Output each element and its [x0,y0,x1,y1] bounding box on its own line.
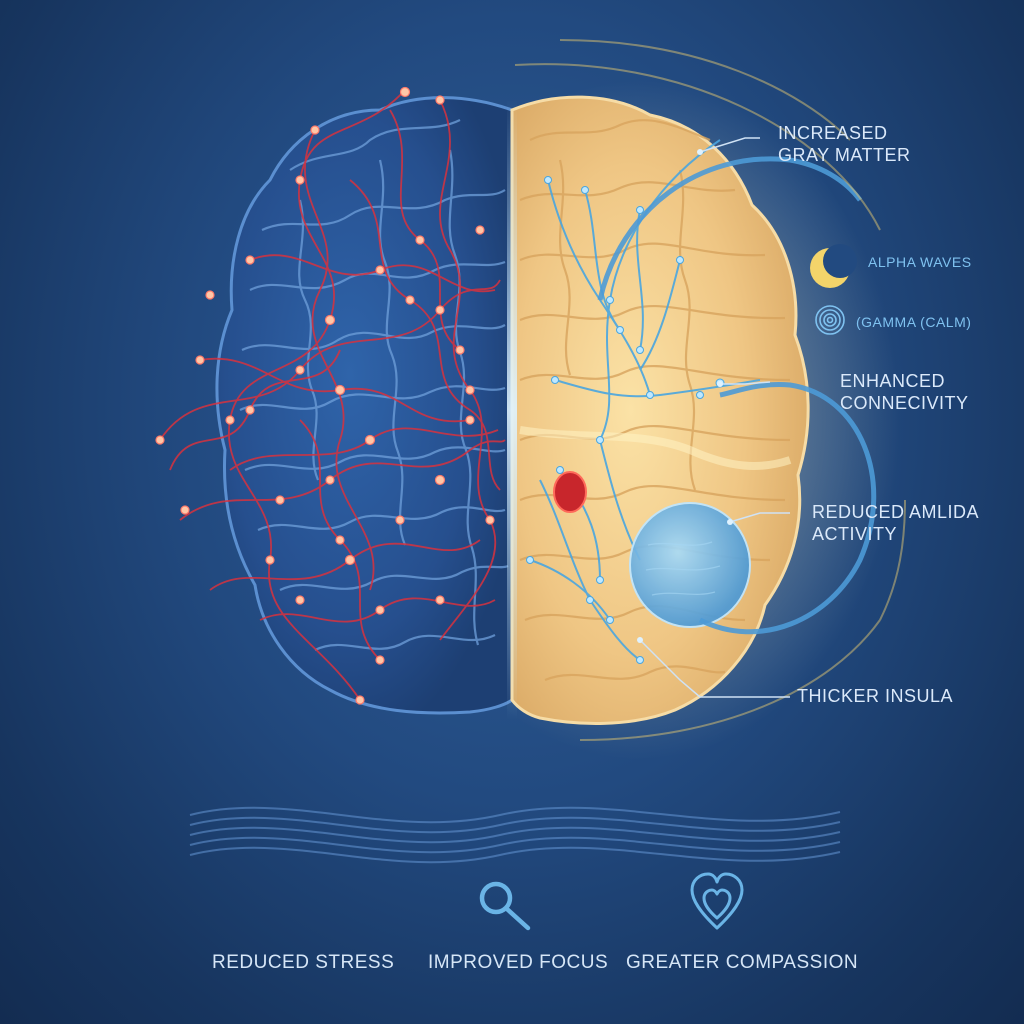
callout-lines [639,137,790,698]
gray-matter-label: Increased Gray Matter [778,122,911,166]
gray-matter-line-2: Gray Matter [778,145,911,165]
left-hemisphere-shape [215,96,514,715]
amygdala-dot [553,471,587,513]
corpus-highlight [519,426,792,470]
amygdala-line-1: Reduced Amlida [812,502,980,522]
chaotic-nodes [155,86,495,705]
callout-dots [637,149,733,643]
concentric-rings-icon [815,305,845,335]
amygdala-label: Reduced Amlida Activity [812,501,979,545]
connectivity-line-2: Connecivity [840,393,969,413]
amygdala-shape [629,502,751,628]
gray-matter-line-1: Increased [778,123,888,143]
decorative-arcs [514,39,906,741]
greater-compassion-label: Greater Compassion [626,952,859,973]
moon-icon [810,244,857,288]
calm-hemisphere [510,95,810,725]
gamma-label: (Gamma (Calm) [856,314,972,330]
connectivity-label: Enhanced Connecivity [840,370,969,414]
reduced-stress-label: Reduced Stress [212,952,395,973]
hemisphere-divider [507,100,517,720]
amygdala-texture [645,541,721,596]
stressed-hemisphere [155,86,514,715]
brainwave-lines [189,806,841,864]
insula-label: Thicker Insula [797,686,954,706]
alpha-waves-label: Alpha Waves [868,254,972,270]
improved-focus-label: Improved Focus [428,952,609,973]
connectivity-arcs [597,156,877,635]
hearts-icon [690,872,744,930]
magnifier-icon [479,881,531,931]
amygdala-line-2: Activity [812,524,898,544]
connectivity-line-1: Enhanced [840,371,946,391]
